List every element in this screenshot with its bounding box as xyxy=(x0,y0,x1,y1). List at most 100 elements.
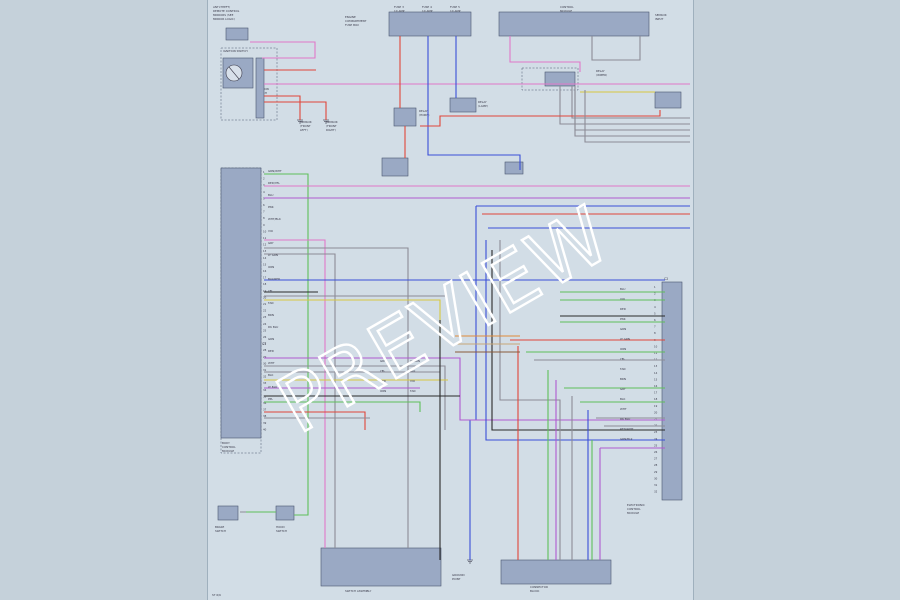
fuse-box-block xyxy=(388,11,472,37)
wire-label-mid: TAN xyxy=(409,389,416,393)
wire-label-left: BLK/RED xyxy=(268,277,280,281)
wire-green xyxy=(264,173,309,516)
right-connector-pin: 1 xyxy=(654,285,656,289)
sensor-b-label-2: (FRONT xyxy=(326,124,337,128)
body-control-module-label-3: MODULE xyxy=(222,449,234,453)
wire-label-right: LT GRN xyxy=(620,337,630,341)
wire-label-left: GRY xyxy=(268,241,274,245)
left-connector-pin: 39 xyxy=(263,421,267,425)
right-connector-pin: 8 xyxy=(654,331,656,335)
components-layer: ANTI-THEFT/ REMOTE CONTROL MIRRORS (SEE … xyxy=(212,5,683,597)
wire-label-left: BLU xyxy=(268,193,273,197)
left-connector-pin: 27 xyxy=(263,342,267,346)
hood-switch-label-1: HOOD xyxy=(276,525,285,529)
left-connector-pin: 40 xyxy=(263,427,267,431)
left-connector-pin: 2 xyxy=(263,177,265,181)
right-connector-pin: 21 xyxy=(654,417,658,421)
right-connector-pin: 14 xyxy=(654,371,658,375)
left-connector-pin: 1 xyxy=(263,170,265,174)
wire-label-left: VIO xyxy=(268,229,274,233)
right-connector-pin: 26 xyxy=(654,450,658,454)
relay-right-far-box xyxy=(654,91,682,109)
wire-label-mid: GRY xyxy=(380,359,386,363)
wire-label-right: BRN xyxy=(620,377,626,381)
wire-gray xyxy=(559,86,690,125)
wire-label-right: PNK xyxy=(620,317,626,321)
wire-green xyxy=(264,401,421,412)
wire-label-mid: LT GRN xyxy=(410,359,420,363)
left-connector-pin: 32 xyxy=(263,375,267,379)
wire-label-mid: YEL xyxy=(380,369,385,373)
top-left-note-line-2: REMOTE CONTROL xyxy=(213,9,240,13)
top-right-note-1: SENSOR xyxy=(655,13,667,17)
body-control-module xyxy=(220,167,262,439)
wire-label-left: TAN xyxy=(267,301,274,305)
right-connector-pin: 2 xyxy=(654,292,656,296)
top-left-note-line-1: ANTI-THEFT/ xyxy=(213,5,230,9)
left-connector-pin: 23 xyxy=(263,315,267,319)
wire-label-left: YEL xyxy=(268,289,273,293)
left-connector-pin: 15 xyxy=(263,262,267,266)
wire-label-left: RED xyxy=(268,349,274,353)
right-module-label-2: CONTROL xyxy=(627,507,641,511)
top-left-note-line-3: MIRRORS (SEE xyxy=(213,13,234,17)
right-connector-pin: 19 xyxy=(654,404,658,408)
wire-red xyxy=(420,110,661,127)
left-connector-pin: 17 xyxy=(263,276,267,280)
ground-icon xyxy=(467,559,473,564)
ignition-switch-connector xyxy=(255,57,265,119)
left-connector-pin: 30 xyxy=(263,361,267,365)
fuse-caption-3: FUSE BOX xyxy=(345,23,359,27)
relay-left-label-1: RELAY xyxy=(419,109,428,113)
wire-label-right: RED/WHT xyxy=(620,427,634,431)
right-module-label-3: MODULE xyxy=(627,511,639,515)
wire-label-mid: ORN xyxy=(380,389,386,393)
right-connector-pin: 24 xyxy=(654,437,658,441)
wire-pink xyxy=(509,36,581,72)
left-connector-label: C1 xyxy=(262,342,266,346)
sensor-a-label-3: LEFT) xyxy=(300,128,308,132)
switch-assembly-label: SWITCH ASSEMBLY xyxy=(345,589,372,593)
wire-label-right: TAN xyxy=(619,367,626,371)
right-connector-pin: 27 xyxy=(654,457,658,461)
wire-label-left: ORN xyxy=(268,265,274,269)
wire-gray xyxy=(264,247,409,548)
relay-mid-lower-box xyxy=(504,161,524,175)
wire-red xyxy=(264,101,327,120)
wire-label-right: VIO xyxy=(620,297,626,301)
wire-black xyxy=(491,250,665,431)
electronic-control-module xyxy=(661,281,683,501)
brake-switch-box xyxy=(217,505,239,521)
left-connector-pin: 18 xyxy=(263,282,267,286)
wire-label-mid: VIO xyxy=(410,379,416,383)
body-control-module-label-2: CONTROL xyxy=(222,445,236,449)
right-connector-pin: 6 xyxy=(654,318,656,322)
top-left-switch-box xyxy=(225,27,249,41)
body-control-module-label-1: BODY xyxy=(222,441,230,445)
left-connector-pin: 12 xyxy=(263,243,267,247)
left-connector-pin: 21 xyxy=(263,302,267,306)
wire-label-right: ORN xyxy=(620,347,626,351)
left-connector-pin: 7 xyxy=(263,210,265,214)
brake-switch-label-1: BRAKE xyxy=(215,525,224,529)
ground-point-label-1: GROUND xyxy=(452,573,465,577)
right-connector-pin: 16 xyxy=(654,384,658,388)
right-connector-pin: 32 xyxy=(654,490,658,494)
wire-gray xyxy=(499,240,561,560)
top-left-note-line-4: MIRROR LOGIC) xyxy=(213,17,235,21)
left-connector-pin: 9 xyxy=(263,223,265,227)
wire-label-left: PPL xyxy=(268,397,273,401)
left-connector-pin: 28 xyxy=(263,348,267,352)
ignition-switch-dial-needle xyxy=(228,66,240,80)
fuse-caption-1: ENGINE xyxy=(345,15,356,19)
relay-mid-label-2: (LAMP) xyxy=(478,104,488,108)
wire-label-left: WHT xyxy=(268,361,275,365)
fuse-4-label-1: FUSE 4 xyxy=(422,5,432,9)
wire-gray xyxy=(584,90,690,143)
right-connector-pin: 7 xyxy=(654,325,656,329)
fuse-3-label-2: 10 AMP xyxy=(394,9,405,13)
wire-red xyxy=(264,95,301,120)
wire-label-mid: BLK xyxy=(410,369,415,373)
right-connector-label: C2 xyxy=(664,277,668,281)
